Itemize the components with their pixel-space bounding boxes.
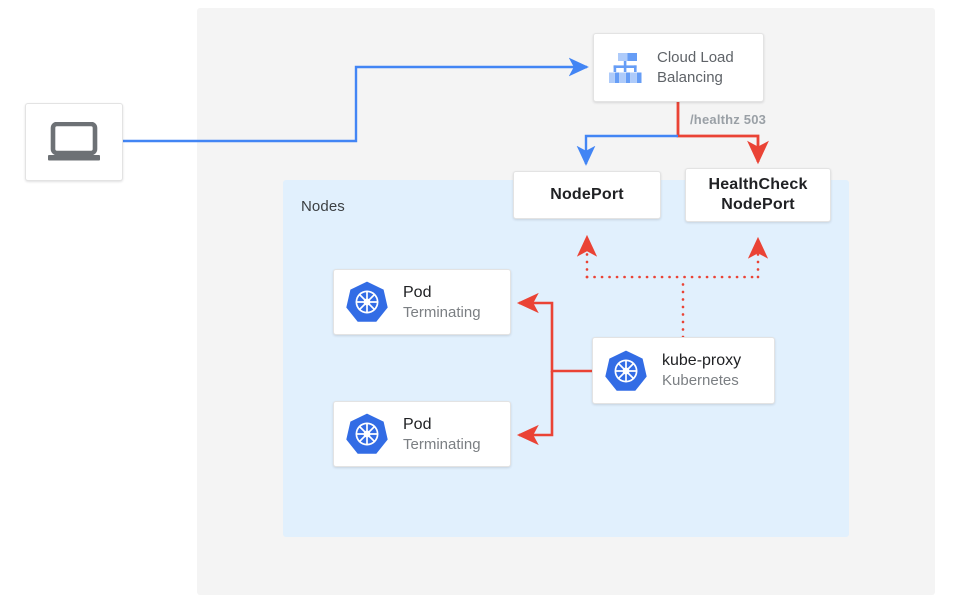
kube-proxy-title: kube-proxy	[662, 352, 742, 369]
kubernetes-icon	[346, 281, 388, 322]
healthcheck-nodeport-label-line1: HealthCheck	[708, 176, 808, 193]
pod-2-status: Terminating	[403, 435, 481, 453]
client-node[interactable]	[25, 103, 123, 181]
kube-proxy-text: kube-proxy Kubernetes	[662, 351, 741, 390]
cloud-load-balancing-label-line1: Cloud Load	[657, 48, 734, 66]
cloud-load-balancing-label-line2: Balancing	[657, 68, 723, 86]
healthcheck-nodeport-label: HealthCheck NodePort	[708, 175, 807, 215]
healthcheck-nodeport-node[interactable]: HealthCheck NodePort	[685, 168, 831, 222]
cloud-load-balancing-node[interactable]: Cloud Load Balancing	[593, 33, 764, 102]
pod-1-status: Terminating	[403, 303, 481, 321]
kube-proxy-node[interactable]: kube-proxy Kubernetes	[592, 337, 775, 404]
cloud-load-balancing-icon	[609, 52, 642, 83]
nodeport-node[interactable]: NodePort	[513, 171, 661, 219]
pod-node-2[interactable]: Pod Terminating	[333, 401, 511, 467]
laptop-icon	[48, 122, 100, 161]
kubernetes-icon	[346, 413, 388, 454]
pod-2-title: Pod	[403, 415, 432, 433]
nodes-group-label: Nodes	[301, 198, 345, 215]
nodeport-label: NodePort	[550, 186, 624, 203]
pod-1-text: Pod Terminating	[403, 283, 481, 322]
pod-1-title: Pod	[403, 283, 432, 301]
pod-node-1[interactable]: Pod Terminating	[333, 269, 511, 335]
cloud-load-balancing-label: Cloud Load Balancing	[657, 48, 734, 88]
healthz-edge-label: /healthz 503	[690, 112, 767, 127]
healthcheck-nodeport-label-line2: NodePort	[721, 196, 795, 213]
kubernetes-icon	[605, 350, 647, 391]
pod-2-text: Pod Terminating	[403, 415, 481, 454]
kube-proxy-subtitle: Kubernetes	[662, 372, 739, 389]
